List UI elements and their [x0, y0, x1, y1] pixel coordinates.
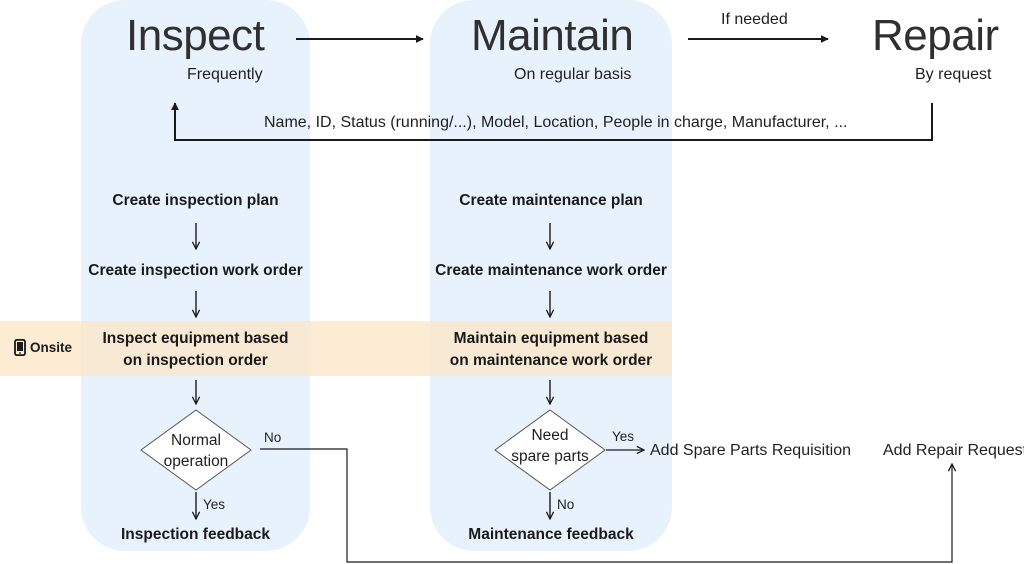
stage-title-maintain: Maintain [471, 11, 634, 60]
step-maintain-equipment-line2: on maintenance work order [449, 352, 653, 369]
step-create-maintenance-plan: Create maintenance plan [459, 192, 643, 209]
onsite-text: Onsite [30, 340, 73, 355]
decision-normal-operation [140, 409, 252, 491]
decision-normal-line1: Normal [171, 432, 221, 449]
step-inspect-equipment-line1: Inspect equipment based [102, 330, 289, 347]
if-needed-label: If needed [721, 11, 788, 28]
step-create-inspection-work-order: Create inspection work order [88, 262, 303, 279]
label-no-inspect: No [264, 430, 282, 445]
phone-icon [14, 339, 26, 356]
arrow-repair-to-inspect-loop [171, 102, 933, 141]
step-create-inspection-plan: Create inspection plan [112, 192, 279, 209]
label-yes-inspect: Yes [203, 497, 226, 512]
decision-spare-line2: spare parts [511, 448, 589, 465]
step-create-maintenance-work-order: Create maintenance work order [435, 262, 667, 279]
stage-title-repair: Repair [872, 11, 999, 60]
stage-subtitle-maintain: On regular basis [514, 66, 632, 83]
stage-title-inspect: Inspect [126, 11, 265, 60]
step-inspect-equipment-line2: on inspection order [123, 352, 268, 369]
step-inspection-feedback: Inspection feedback [120, 526, 270, 543]
step-maintenance-feedback: Maintenance feedback [468, 526, 634, 543]
step-maintain-equipment-line1: Maintain equipment based [453, 330, 649, 347]
decision-normal-line2: operation [163, 453, 229, 470]
output-spare-parts-requisition: Add Spare Parts Requisition [650, 442, 851, 459]
label-yes-maintain: Yes [612, 429, 635, 444]
equipment-info-fields: Name, ID, Status (running/...), Model, L… [264, 114, 848, 131]
decision-spare-line1: Need [531, 427, 569, 444]
onsite-label: Onsite [14, 339, 72, 356]
stage-subtitle-inspect: Frequently [187, 66, 263, 83]
decision-need-spare-parts [494, 409, 606, 491]
arrow-no-to-repair-request [260, 448, 952, 563]
label-no-maintain: No [557, 497, 575, 512]
stage-subtitle-repair: By request [915, 66, 992, 83]
onsite-band [0, 321, 672, 376]
output-repair-request: Add Repair Request [883, 442, 1024, 459]
